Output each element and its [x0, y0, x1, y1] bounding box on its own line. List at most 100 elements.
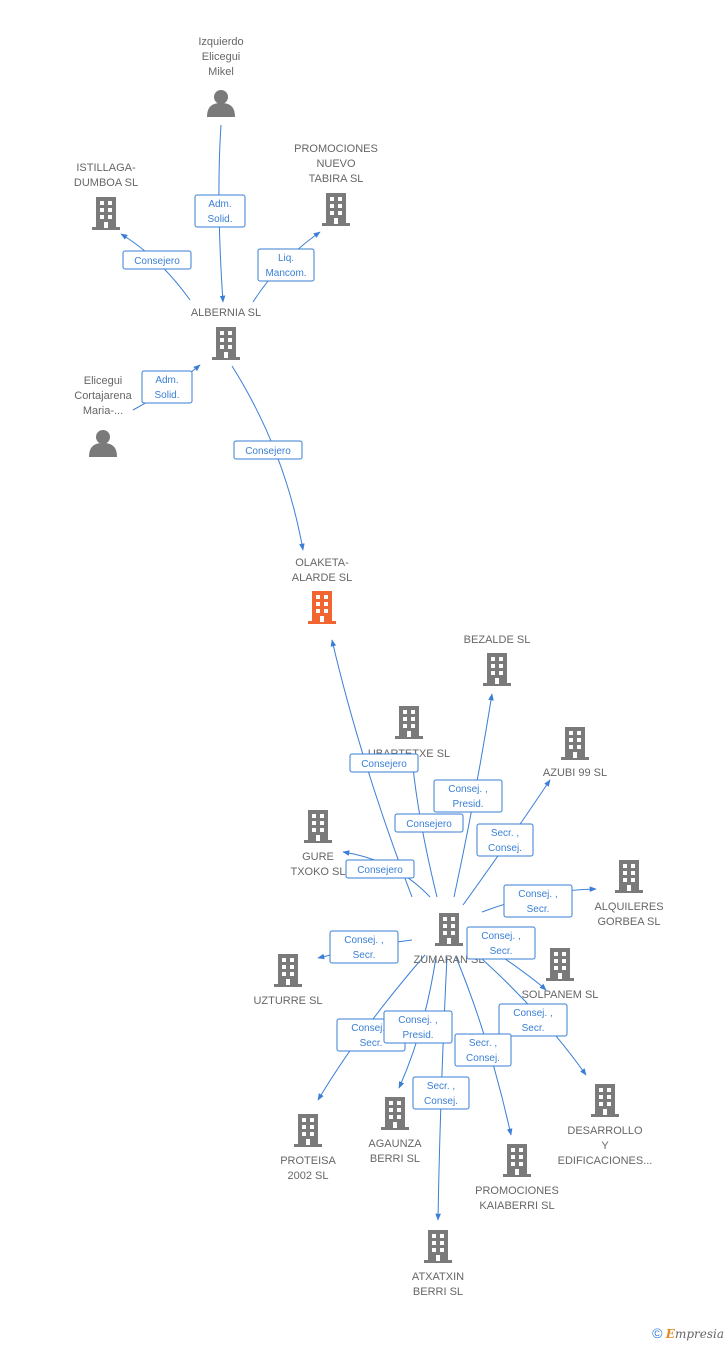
- edge-label-text: Consej. ,: [398, 1015, 437, 1026]
- node-label: AGAUNZA: [368, 1138, 422, 1150]
- edge-label-box: [433, 779, 503, 813]
- edge-label-box: [383, 1010, 453, 1044]
- edge-label-box: [412, 1076, 470, 1110]
- node-label: PROMOCIONES: [294, 143, 378, 155]
- edge-label-text: Consej.: [424, 1096, 458, 1107]
- node-azubi[interactable]: AZUBI 99 SL: [543, 727, 607, 779]
- edge-label-text: Consej.: [466, 1053, 500, 1064]
- node-bezalde[interactable]: BEZALDE SL: [464, 634, 531, 686]
- edge-label-text: Consejero: [134, 256, 180, 267]
- node-olaketa[interactable]: OLAKETA-ALARDE SL: [292, 557, 353, 624]
- node-label: BERRI SL: [370, 1153, 420, 1165]
- node-label: TXOKO SL: [290, 866, 345, 878]
- node-label: Izquierdo: [198, 36, 243, 48]
- node-label: Elicegui: [84, 375, 123, 387]
- edge-label-zumaran-bezalde[interactable]: Consej. ,Presid.: [433, 779, 503, 813]
- edge-label-box: [498, 1003, 568, 1037]
- edge-label-text: Presid.: [402, 1030, 433, 1041]
- edge-label-box: [503, 884, 573, 918]
- node-agaunza[interactable]: AGAUNZA BERRI SL: [368, 1097, 422, 1165]
- node-label: Elicegui: [202, 51, 241, 63]
- edge-label-zumaran-solpanem[interactable]: Consej. ,Secr.: [466, 926, 536, 960]
- person-icon: [207, 90, 235, 117]
- edge-label-box: [394, 813, 464, 833]
- edge-label-text: Adm.: [155, 375, 178, 386]
- node-label: Mikel: [208, 66, 234, 78]
- building-icon: [424, 1230, 452, 1263]
- node-uzturre[interactable]: UZTURRE SL: [253, 954, 323, 1007]
- node-label: ISTILLAGA-: [76, 162, 136, 174]
- edge-label-text: Consej. ,: [351, 1023, 390, 1034]
- edge-label-text: Secr. ,: [427, 1081, 455, 1092]
- edge-label-text: Consejero: [357, 865, 403, 876]
- building-icon: [274, 954, 302, 987]
- edge-label-text: Consej.: [488, 843, 522, 854]
- node-label: DUMBOA SL: [74, 177, 138, 189]
- node-albernia[interactable]: ALBERNIA SL: [191, 307, 261, 360]
- building-icon: [503, 1144, 531, 1177]
- node-label: KAIABERRI SL: [479, 1200, 554, 1212]
- edge-label-zumaran-promkaia[interactable]: Secr. , Consej.: [454, 1033, 512, 1067]
- edge-label-text: Consejero: [245, 446, 291, 457]
- edge-label-box: [454, 1033, 512, 1067]
- building-icon: [308, 591, 336, 624]
- edge-label-izquierdo-albernia[interactable]: Adm. Solid.: [194, 194, 246, 228]
- person-icon: [89, 430, 117, 457]
- node-label: AZUBI 99 SL: [543, 767, 607, 779]
- edge-label-text: Solid.: [154, 390, 179, 401]
- edge-label-albernia-istillaga[interactable]: Consejero: [122, 250, 192, 270]
- building-icon: [381, 1097, 409, 1130]
- edge-label-box: [476, 823, 534, 857]
- node-istillaga[interactable]: ISTILLAGA- DUMBOA SL: [74, 162, 138, 230]
- node-label: PROMOCIONES: [475, 1185, 559, 1197]
- building-icon: [395, 706, 423, 739]
- copyright-icon: ©: [652, 1325, 663, 1341]
- node-label: OLAKETA-: [295, 557, 349, 569]
- edge-label-zumaran-azubi[interactable]: Secr. , Consej.: [476, 823, 534, 857]
- edge-label-text: Mancom.: [265, 268, 306, 279]
- node-label: SOLPANEM SL: [522, 989, 599, 1001]
- edge-label-box: [141, 370, 193, 404]
- edge-label-zumaran-olaketa[interactable]: Consejero: [349, 753, 419, 773]
- building-icon: [591, 1084, 619, 1117]
- edge-label-elicegui-albernia[interactable]: Adm. Solid.: [141, 370, 193, 404]
- node-label: GURE: [302, 851, 334, 863]
- node-gure[interactable]: GURE TXOKO SL: [290, 810, 346, 878]
- edge-label-box: [466, 926, 536, 960]
- node-elicegui[interactable]: EliceguiCortajarenaMaria-...: [74, 375, 133, 457]
- edge-label-zumaran-gure[interactable]: Consejero: [345, 859, 415, 879]
- node-ubartetxe[interactable]: UBARTETXE SL: [368, 706, 450, 760]
- edge-label-text: Consejero: [406, 819, 452, 830]
- node-label: NUEVO: [316, 158, 356, 170]
- edge-label-albernia-promnuevo[interactable]: Liq.Mancom.: [257, 248, 315, 282]
- node-desarrollo[interactable]: DESARROLLOYEDIFICACIONES...: [558, 1084, 653, 1167]
- node-promkaia[interactable]: PROMOCIONES KAIABERRI SL: [475, 1144, 559, 1212]
- edge-label-text: Presid.: [452, 799, 483, 810]
- edge-label-zumaran-atxatxin[interactable]: Secr. , Consej.: [412, 1076, 470, 1110]
- edge-label-box: [194, 194, 246, 228]
- edge-label-zumaran-uzturre[interactable]: Consej. ,Secr.: [329, 930, 399, 964]
- brand-watermark: © Empresia: [652, 1325, 724, 1341]
- edge-label-text: Secr. ,: [469, 1038, 497, 1049]
- edge-label-box: [233, 440, 303, 460]
- node-label: GORBEA SL: [598, 916, 661, 928]
- edge-label-text: Adm.: [208, 199, 231, 210]
- node-solpanem[interactable]: SOLPANEM SL: [522, 948, 599, 1001]
- edge-label-text: Secr. ,: [491, 828, 519, 839]
- node-label: Cortajarena: [74, 390, 132, 402]
- edge-label-box: [257, 248, 315, 282]
- edge-label-zumaran-ubartetxe[interactable]: Consejero: [394, 813, 464, 833]
- edge-label-text: Solid.: [207, 214, 232, 225]
- edge-label-zumaran-desarrollo[interactable]: Consej. ,Secr.: [498, 1003, 568, 1037]
- edge-label-zumaran-alquileres[interactable]: Consej. ,Secr.: [503, 884, 573, 918]
- edge-label-albernia-olaketa[interactable]: Consejero: [233, 440, 303, 460]
- edge-label-text: Consej. ,: [518, 889, 557, 900]
- building-icon: [212, 327, 240, 360]
- node-label: BERRI SL: [413, 1286, 463, 1298]
- edge-label-zumaran-agaunza[interactable]: Consej. , Presid.: [383, 1010, 453, 1044]
